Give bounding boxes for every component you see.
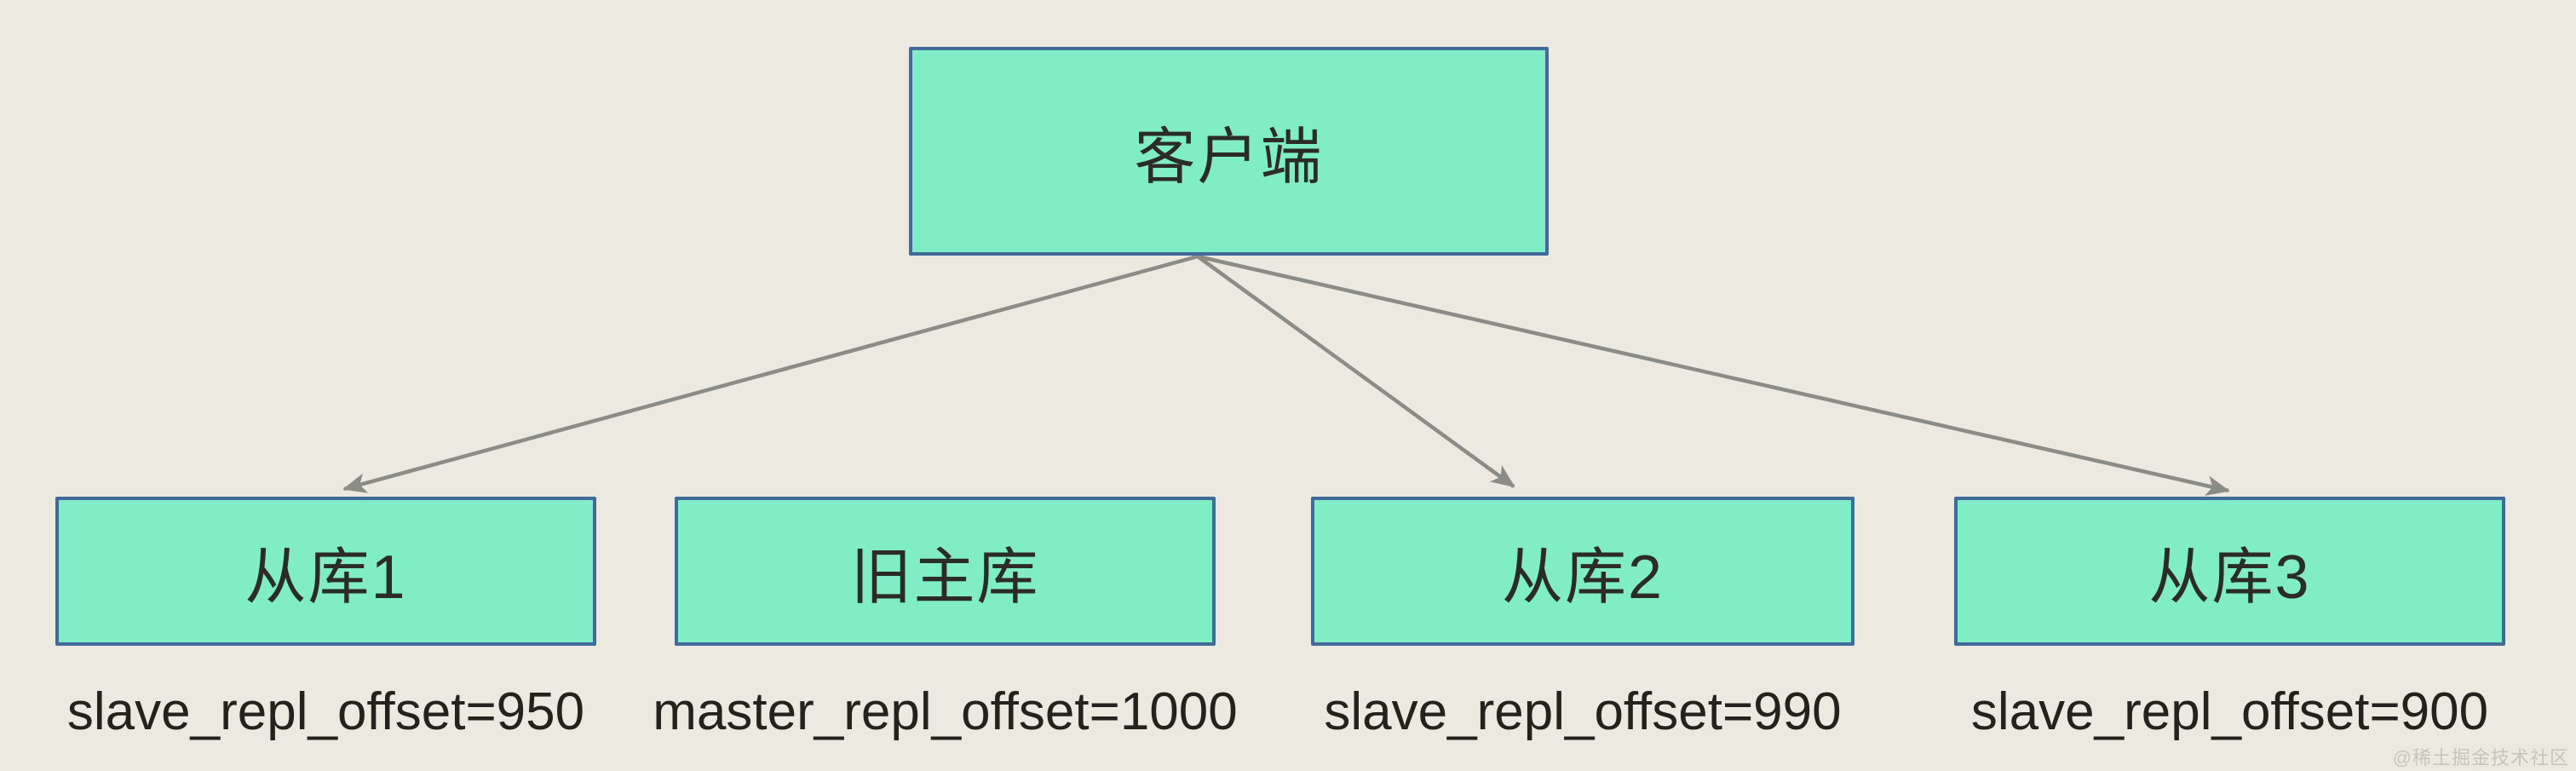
node-slave1-label: 从库1 xyxy=(244,544,407,612)
arrow-client-to-slave1 xyxy=(342,254,1199,493)
node-slave3: 从库3 xyxy=(1954,497,2505,646)
watermark: @稀土掘金技术社区 xyxy=(2392,747,2569,768)
node-client: 客户端 xyxy=(909,47,1549,256)
offset-label-slave3: slave_repl_offset=900 xyxy=(1970,682,2489,741)
arrow-client-to-slave2 xyxy=(1196,255,1515,488)
node-old-master-label: 旧主库 xyxy=(850,544,1040,612)
offset-label-slave2: slave_repl_offset=990 xyxy=(1324,682,1842,741)
node-client-label: 客户端 xyxy=(1134,124,1324,192)
offset-label-old-master: master_repl_offset=1000 xyxy=(653,682,1238,741)
arrow-client-to-slave3 xyxy=(1197,254,2230,496)
node-old-master: 旧主库 xyxy=(675,497,1216,646)
node-slave2: 从库2 xyxy=(1311,497,1854,646)
offset-label-slave1: slave_repl_offset=950 xyxy=(66,682,585,741)
node-slave2-label: 从库2 xyxy=(1501,544,1665,612)
node-slave3-label: 从库3 xyxy=(2148,544,2311,612)
node-slave1: 从库1 xyxy=(55,497,596,646)
